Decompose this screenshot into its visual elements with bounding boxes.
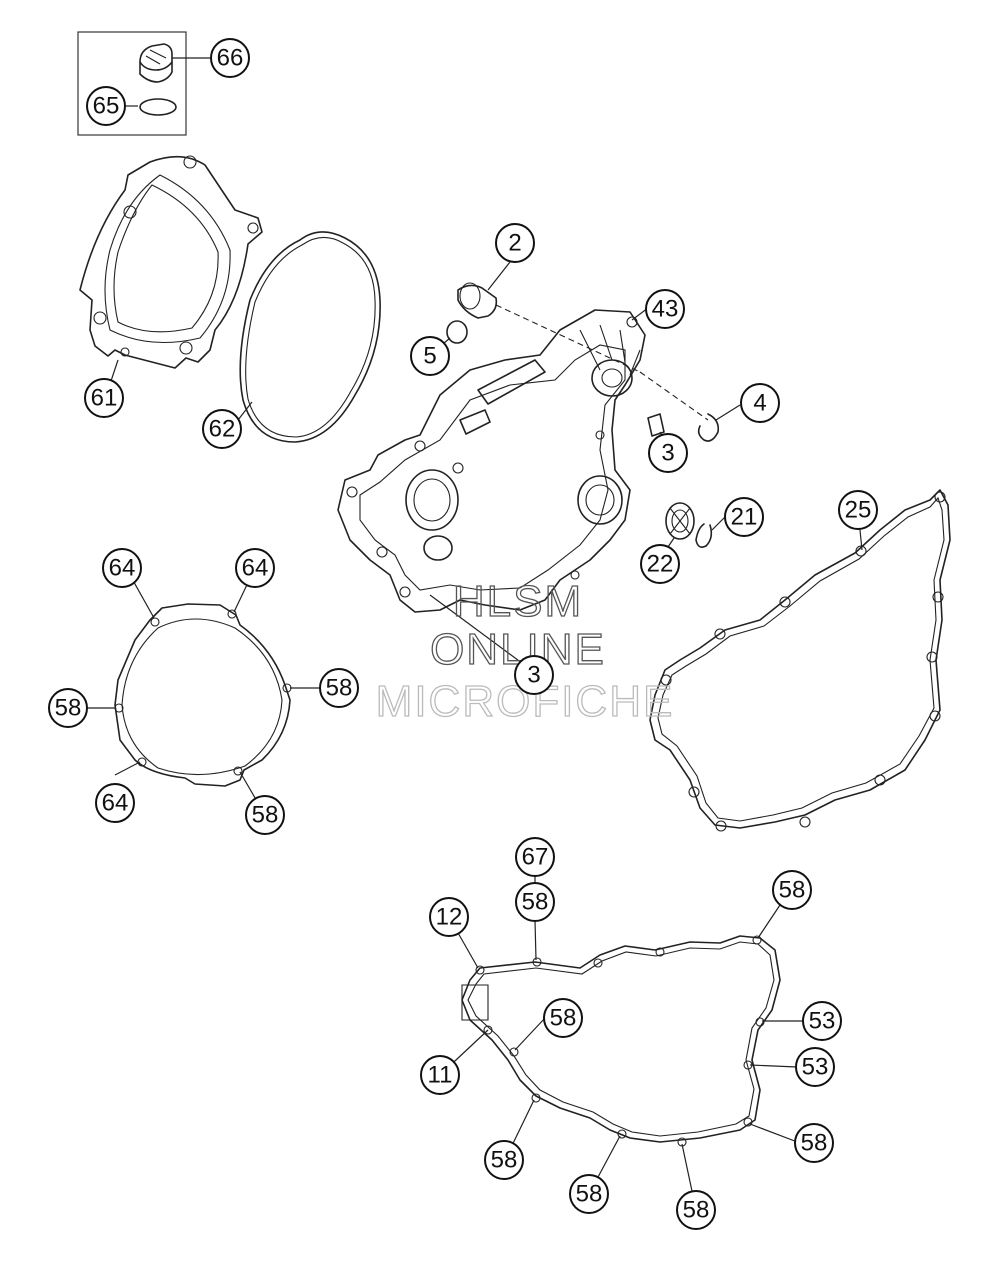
callout-67[interactable]: 67 <box>515 837 555 877</box>
callout-58-top[interactable]: 58 <box>515 882 555 922</box>
callout-58-top-right[interactable]: 58 <box>772 870 812 910</box>
clutch-cover-gasket <box>239 231 381 443</box>
watermark-line-1: HLSM <box>453 577 583 626</box>
filler-plug-inset <box>77 31 187 136</box>
callout-53-upper[interactable]: 53 <box>802 1001 842 1041</box>
svg-text:58: 58 <box>779 877 806 904</box>
svg-text:3: 3 <box>527 662 540 689</box>
callout-58-bottom-right[interactable]: 58 <box>794 1123 834 1163</box>
gasket-25-holes <box>660 491 946 832</box>
callout-58-left[interactable]: 58 <box>48 688 88 728</box>
clutch-gasket <box>114 603 291 787</box>
gasket-58-holes <box>461 935 765 1147</box>
svg-text:58: 58 <box>522 889 549 916</box>
callouts: 66 65 61 62 2 5 43 4 3 21 22 25 3 64 64 … <box>48 38 878 1230</box>
callout-21[interactable]: 21 <box>724 497 764 537</box>
inner-cover-gasket <box>461 935 781 1143</box>
svg-text:67: 67 <box>522 844 549 871</box>
svg-text:58: 58 <box>491 1147 518 1174</box>
clutch-cover <box>79 155 263 369</box>
ignition-cover-gasket <box>649 489 951 829</box>
svg-text:61: 61 <box>91 385 118 412</box>
callout-65[interactable]: 65 <box>86 86 126 126</box>
svg-text:64: 64 <box>102 790 129 817</box>
svg-text:58: 58 <box>326 675 353 702</box>
callout-64-left-bottom[interactable]: 64 <box>95 783 135 823</box>
inner-cover <box>337 309 646 613</box>
svg-text:11: 11 <box>428 1062 453 1089</box>
callout-58-right[interactable]: 58 <box>319 668 359 708</box>
svg-text:58: 58 <box>550 1005 577 1032</box>
svg-text:62: 62 <box>209 416 236 443</box>
svg-text:3: 3 <box>661 440 674 467</box>
callout-64-right-top[interactable]: 64 <box>235 548 275 588</box>
callout-61[interactable]: 61 <box>84 378 124 418</box>
small-parts <box>446 282 720 548</box>
callout-66[interactable]: 66 <box>210 38 250 78</box>
svg-text:25: 25 <box>845 497 872 524</box>
svg-text:12: 12 <box>436 904 463 931</box>
svg-text:64: 64 <box>242 555 269 582</box>
svg-text:64: 64 <box>109 555 136 582</box>
callout-62[interactable]: 62 <box>202 409 242 449</box>
callout-4[interactable]: 4 <box>740 383 780 423</box>
callout-53-lower[interactable]: 53 <box>795 1047 835 1087</box>
svg-text:5: 5 <box>423 343 436 370</box>
svg-text:58: 58 <box>801 1130 828 1157</box>
svg-text:58: 58 <box>55 695 82 722</box>
callout-58-bottom-center[interactable]: 58 <box>676 1190 716 1230</box>
svg-text:66: 66 <box>217 45 244 72</box>
callout-58-bottom-mid[interactable]: 58 <box>569 1174 609 1214</box>
svg-text:53: 53 <box>802 1054 829 1081</box>
callout-3-lower[interactable]: 3 <box>514 655 554 695</box>
callout-58-inner[interactable]: 58 <box>543 998 583 1038</box>
callout-64-left-top[interactable]: 64 <box>102 548 142 588</box>
svg-text:58: 58 <box>252 802 279 829</box>
callout-11[interactable]: 11 <box>420 1055 460 1095</box>
callout-12[interactable]: 12 <box>429 897 469 937</box>
callout-22[interactable]: 22 <box>640 544 680 584</box>
callout-58-bottom[interactable]: 58 <box>245 795 285 835</box>
callout-58-bottom-left[interactable]: 58 <box>484 1140 524 1180</box>
svg-text:58: 58 <box>683 1197 710 1224</box>
svg-text:43: 43 <box>652 296 679 323</box>
callout-25[interactable]: 25 <box>838 490 878 530</box>
gasket-64-holes <box>114 609 292 776</box>
svg-text:2: 2 <box>508 230 521 257</box>
svg-text:53: 53 <box>809 1008 836 1035</box>
callout-3[interactable]: 3 <box>648 433 688 473</box>
svg-text:21: 21 <box>731 504 758 531</box>
callout-5[interactable]: 5 <box>410 336 450 376</box>
callout-43[interactable]: 43 <box>645 289 685 329</box>
svg-text:58: 58 <box>576 1181 603 1208</box>
svg-text:65: 65 <box>93 93 120 120</box>
watermark: HLSM ONLINE MICROFICHE <box>375 576 673 726</box>
svg-text:22: 22 <box>647 551 674 578</box>
callout-2[interactable]: 2 <box>495 223 535 263</box>
svg-text:4: 4 <box>753 390 766 417</box>
